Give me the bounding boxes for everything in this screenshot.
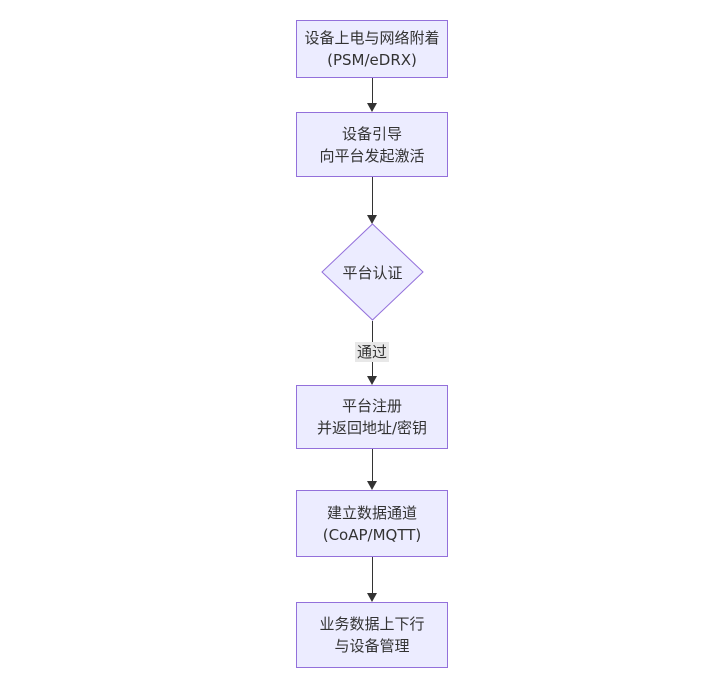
node-text-line: (CoAP/MQTT) <box>322 525 422 544</box>
node-text-line: 业务数据上下行 <box>319 615 425 633</box>
diamond-shape <box>321 223 424 321</box>
node-platform-auth: 平台认证 <box>321 223 424 321</box>
node-text-line: (PSM/eDRX) <box>327 51 417 69</box>
arrowhead-icon <box>367 376 377 385</box>
node-text-line: 与设备管理 <box>334 637 410 655</box>
node-register: 平台注册 并返回地址/密钥 <box>296 385 448 449</box>
node-bootstrap: 设备引导 向平台发起激活 <box>296 112 448 177</box>
node-text-line: 向平台发起激活 <box>319 146 425 165</box>
node-data-channel: 建立数据通道 (CoAP/MQTT) <box>296 490 448 557</box>
arrowhead-icon <box>367 215 377 224</box>
node-text-line: 建立数据通道 <box>326 503 417 522</box>
node-text-line: 设备上电与网络附着 <box>304 29 440 47</box>
node-text-line: 设备引导 <box>341 124 402 143</box>
arrowhead-icon <box>367 103 377 112</box>
edge-line <box>371 557 373 594</box>
edge-line <box>371 177 373 216</box>
node-power-attach: 设备上电与网络附着 (PSM/eDRX) <box>296 20 448 78</box>
node-text-line: 并返回地址/密钥 <box>316 419 428 437</box>
node-business: 业务数据上下行 与设备管理 <box>296 602 448 668</box>
arrowhead-icon <box>367 481 377 490</box>
edge-line <box>371 78 373 104</box>
edge-label: 通过 <box>354 342 390 362</box>
node-text-line: 平台注册 <box>341 397 402 415</box>
edge-line <box>371 449 373 482</box>
arrowhead-icon <box>367 593 377 602</box>
node-text-line: 平台认证 <box>342 263 403 282</box>
